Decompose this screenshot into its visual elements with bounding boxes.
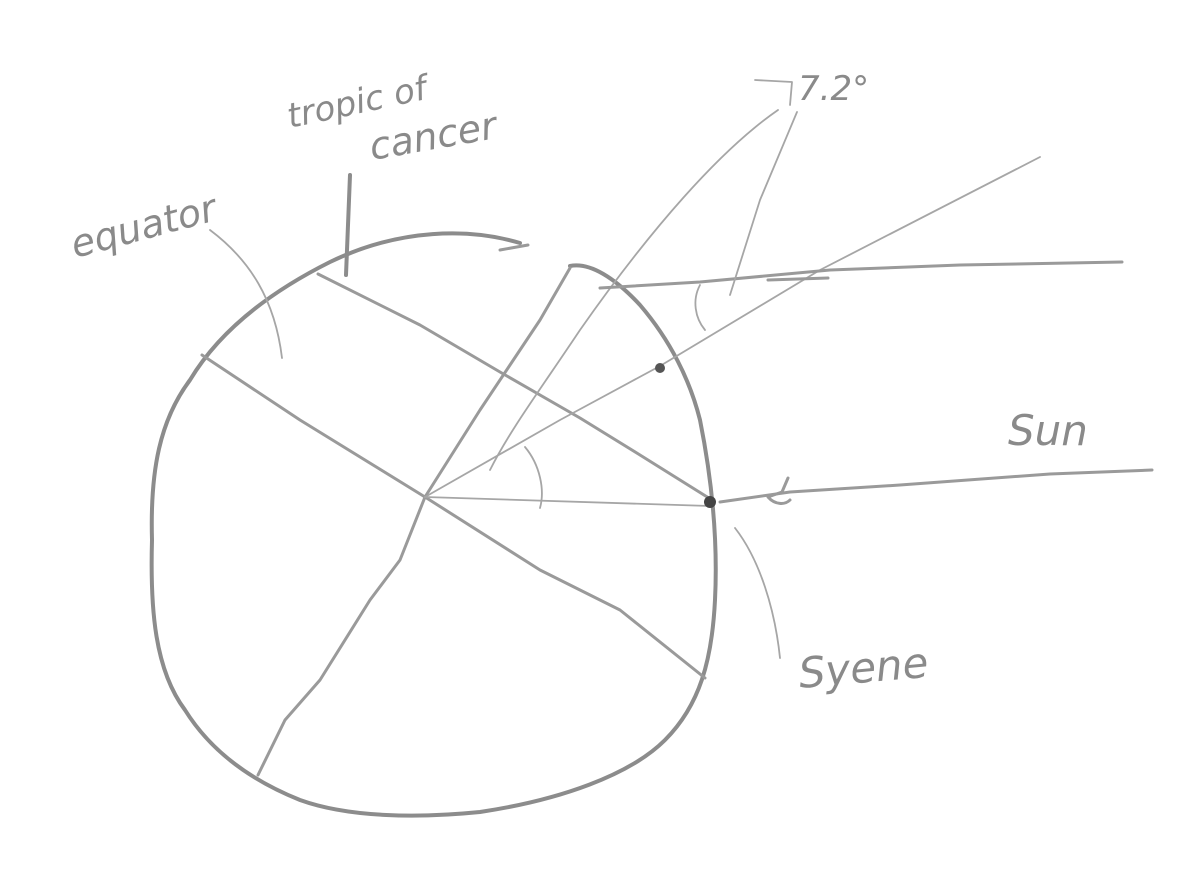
sun-label: Sun: [1008, 406, 1088, 455]
sun-ray-bottom: [718, 468, 1154, 504]
syene-pointer-line: [734, 527, 781, 659]
equator-line: [200, 353, 707, 680]
earth-circle: [149, 231, 718, 818]
sun-ray-top-overlap: [766, 276, 830, 282]
earth-axis-line: [256, 266, 572, 777]
equator-label: equator: [66, 185, 223, 267]
earth-outline-overlap: [498, 243, 530, 252]
center-angle-arc: [524, 446, 543, 509]
sun-ray-top: [598, 260, 1124, 290]
angle-label: 7.2°: [798, 69, 869, 109]
angle-pointer-line-alexandria: [729, 111, 798, 296]
syene-dot: [704, 496, 716, 508]
alexandria-angle-arc: [694, 284, 706, 331]
syene-ray-mark: [766, 476, 792, 505]
equator-pointer-line: [209, 229, 283, 359]
syene-label: Syene: [797, 638, 931, 698]
angle-label-arrow: [754, 79, 793, 106]
center-to-syene-line: [424, 496, 711, 507]
tropic-pointer-line: [344, 173, 352, 277]
angle-pointer-line-center: [489, 109, 779, 471]
alexandria-dot: [655, 363, 665, 373]
center-to-alexandria-line: [424, 156, 1041, 498]
tropic-of-cancer-line: [316, 272, 714, 502]
